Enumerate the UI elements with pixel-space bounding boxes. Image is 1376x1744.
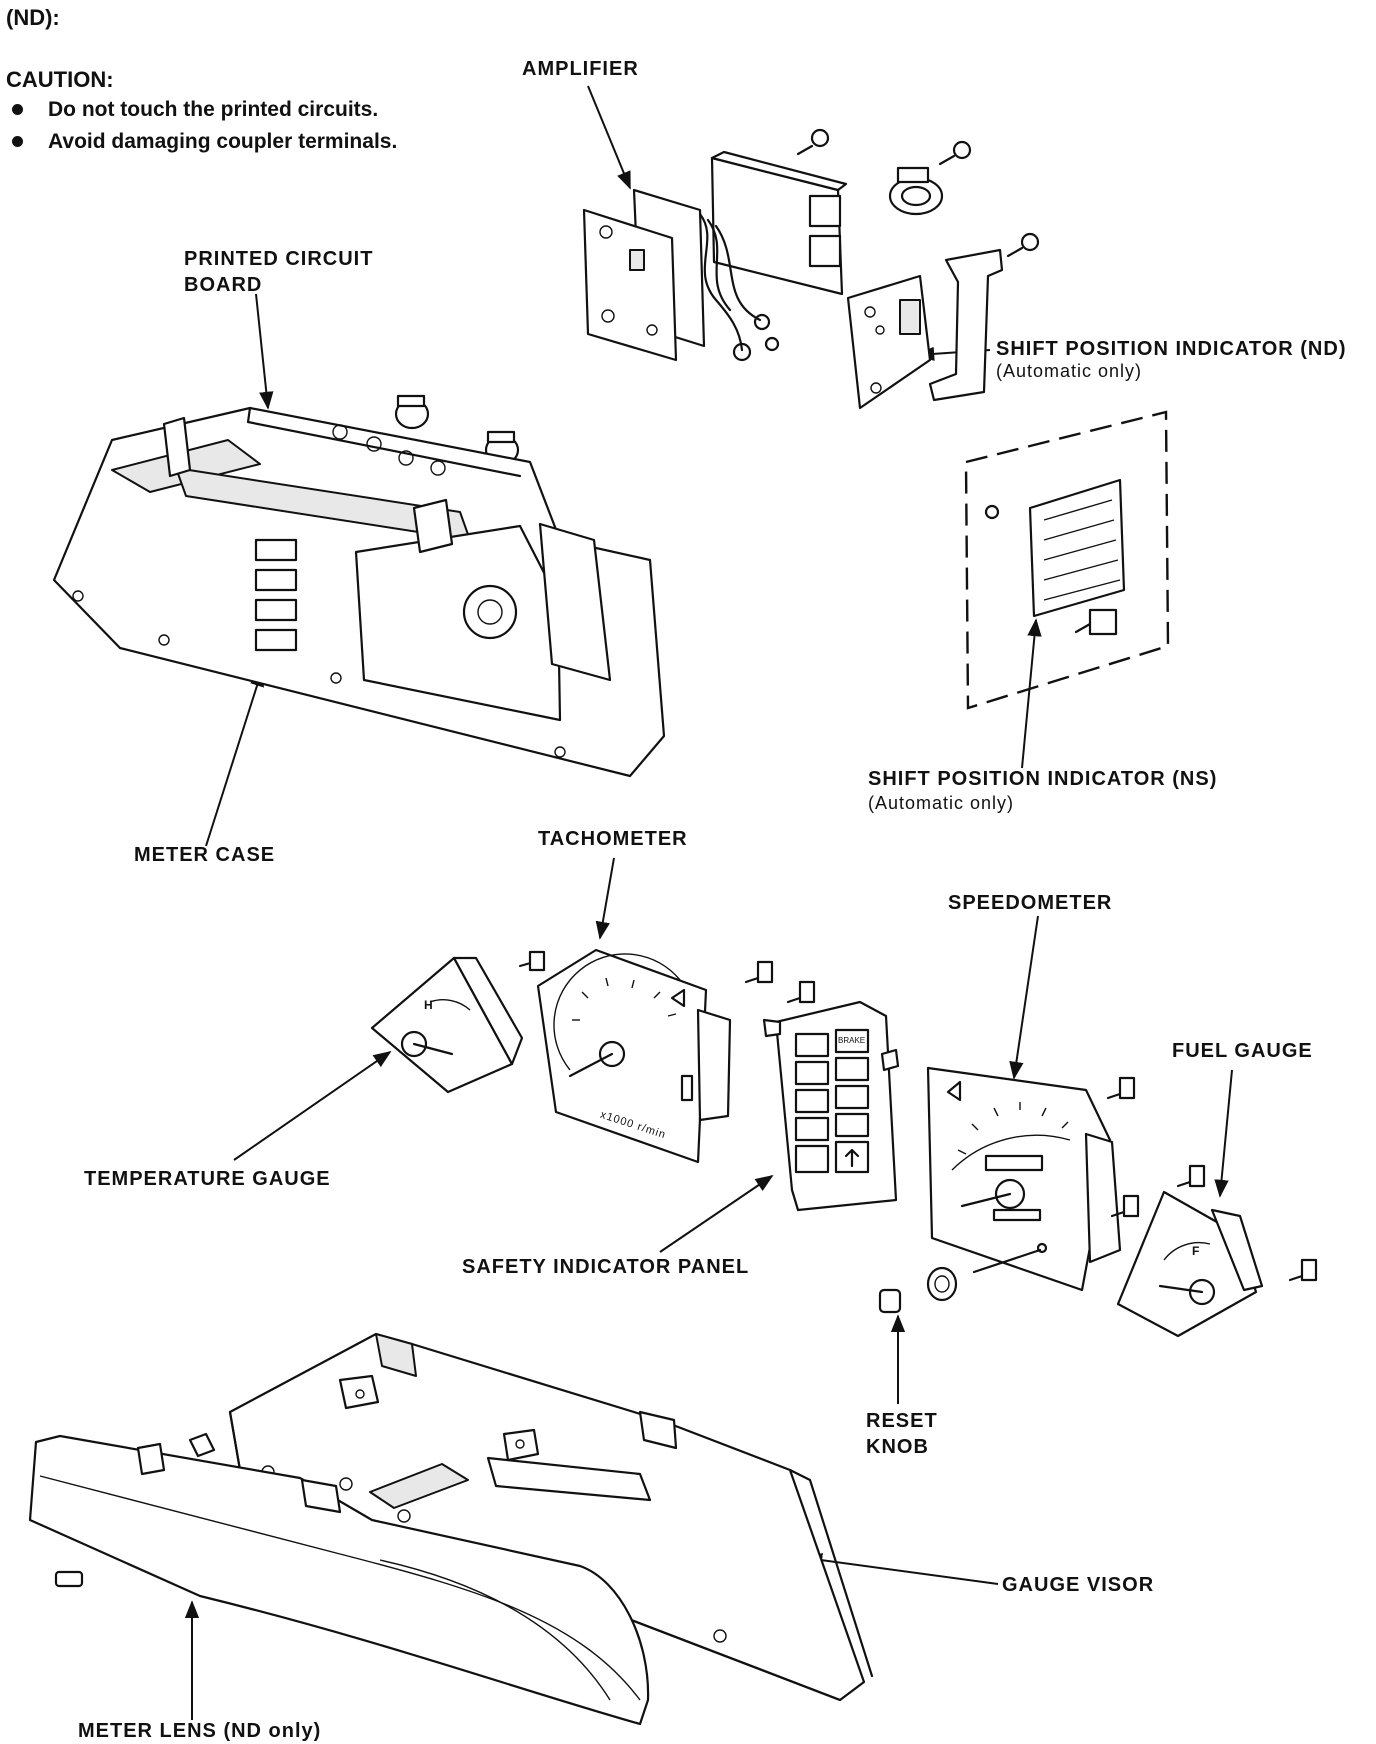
meter-lens-part — [28, 1432, 650, 1726]
callout-shift-nd: SHIFT POSITION INDICATOR (ND) — [996, 338, 1347, 360]
callout-shift-ns-note: (Automatic only) — [868, 793, 1015, 813]
mode-label: (ND): — [6, 5, 60, 30]
amplifier-assembly — [582, 128, 1040, 362]
bullet-icon — [12, 104, 23, 115]
callout-fuel-gauge: FUEL GAUGE — [1172, 1040, 1313, 1062]
callout-meter-case: METER CASE — [134, 844, 276, 866]
caution-title: CAUTION: — [6, 67, 114, 92]
temp-h-mark: H — [424, 998, 434, 1012]
callout-speedometer: SPEEDOMETER — [948, 892, 1113, 914]
safety-indicator-panel-part — [762, 1000, 900, 1212]
shift-indicator-ns-part — [964, 410, 1170, 710]
callout-safety-panel: SAFETY INDICATOR PANEL — [462, 1256, 750, 1278]
callout-reset-line1: RESET — [866, 1410, 938, 1432]
callout-amplifier: AMPLIFIER — [522, 58, 639, 80]
callout-shift-ns: SHIFT POSITION INDICATOR (NS) — [868, 768, 1218, 790]
callout-shift-nd-note: (Automatic only) — [996, 361, 1143, 381]
callout-tachometer: TACHOMETER — [538, 828, 688, 850]
callout-pcb-line2: BOARD — [184, 274, 263, 296]
callout-pcb-line1: PRINTED CIRCUIT — [184, 248, 374, 270]
fuel-gauge-part — [1116, 1164, 1318, 1338]
caution-item-2: Avoid damaging coupler terminals. — [48, 130, 398, 153]
callout-meter-lens: METER LENS (ND only) — [78, 1720, 322, 1742]
callout-reset-line2: KNOB — [866, 1436, 929, 1458]
fuel-f-mark: F — [1192, 1244, 1201, 1258]
bullet-icon — [12, 136, 23, 147]
temperature-gauge-part — [370, 950, 546, 1094]
leader-lines — [184, 85, 1233, 1720]
meter-case-part — [52, 406, 666, 778]
speedometer-part — [926, 1066, 1140, 1292]
reset-knob-part — [878, 1266, 958, 1314]
caution-item-1: Do not touch the printed circuits. — [48, 98, 379, 121]
callout-temperature-gauge: TEMPERATURE GAUGE — [84, 1168, 331, 1190]
callout-gauge-visor: GAUGE VISOR — [1002, 1574, 1155, 1596]
shift-indicator-nd-part — [846, 248, 1004, 410]
brake-indicator-text: BRAKE — [838, 1036, 866, 1045]
tachometer-part — [536, 948, 816, 1164]
